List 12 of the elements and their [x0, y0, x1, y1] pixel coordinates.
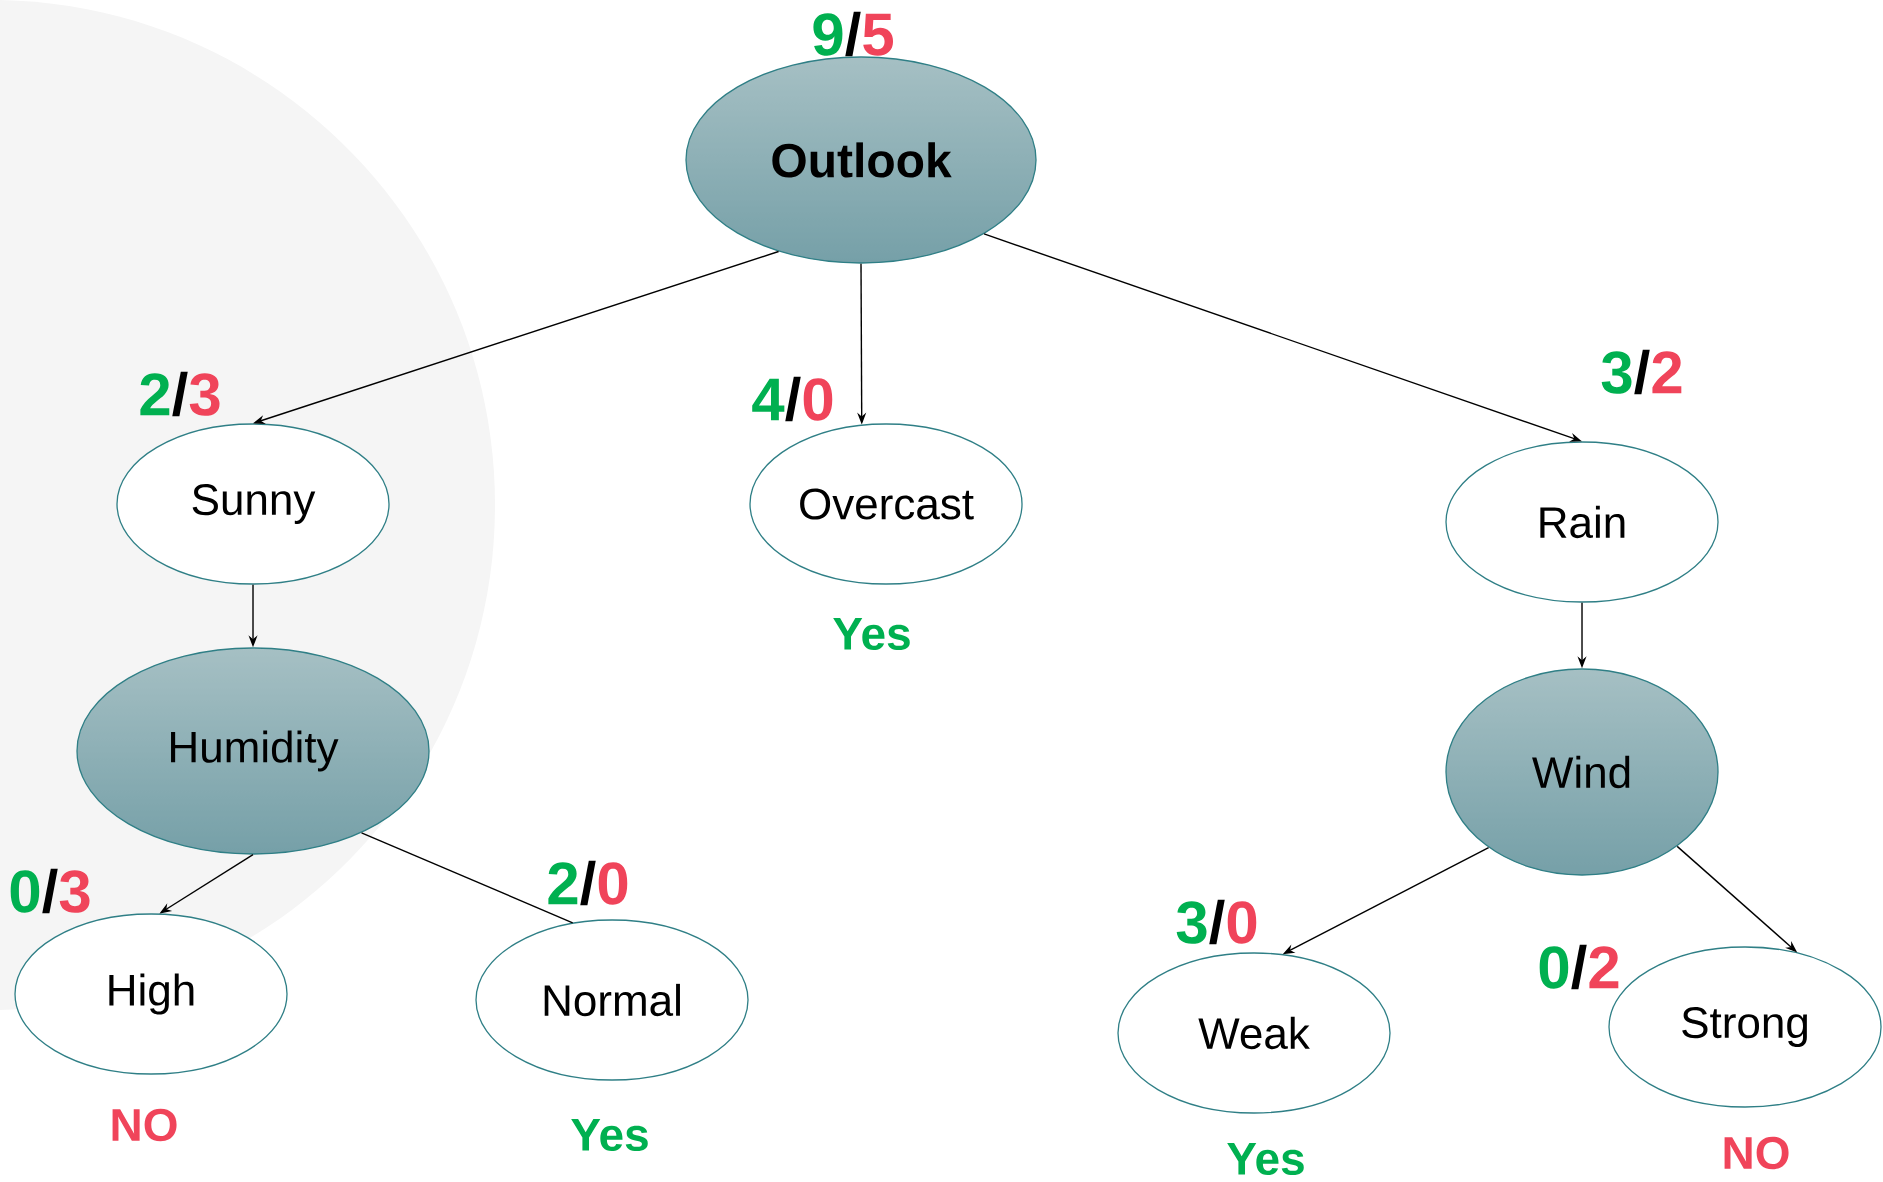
count-label: 9/5: [813, 11, 894, 57]
count-label: 3/0: [1176, 899, 1257, 945]
outcome-label: Yes: [1227, 1142, 1304, 1176]
count-label: 2/0: [548, 860, 628, 906]
count-label: 0/3: [10, 868, 90, 914]
outcome-label: Yes: [833, 617, 910, 651]
count-label: 4/0: [752, 376, 833, 422]
count-label: 3/2: [1601, 349, 1682, 395]
outcome-label: Yes: [571, 1118, 648, 1152]
count-label: 2/3: [140, 371, 220, 417]
outcome-label: NO: [112, 1108, 177, 1142]
outcome-label: NO: [1724, 1136, 1789, 1170]
